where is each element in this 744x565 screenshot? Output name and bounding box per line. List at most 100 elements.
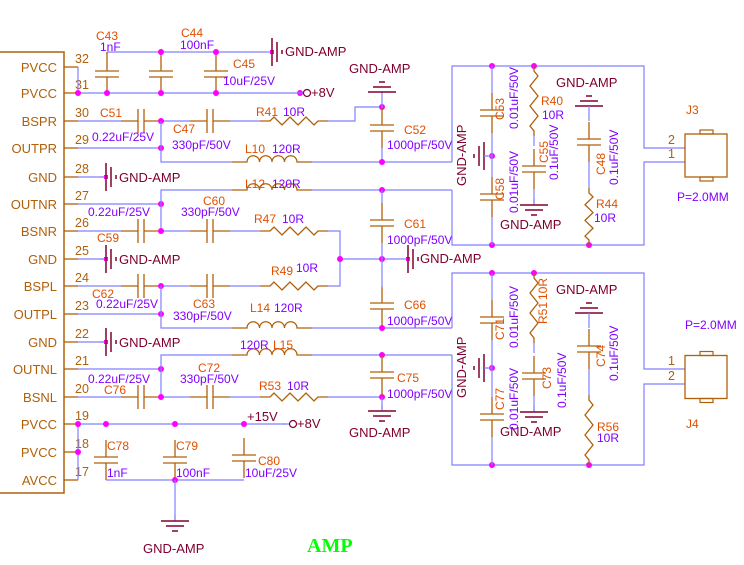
L14: [232, 321, 312, 329]
label: C80: [258, 454, 280, 468]
connector-body: [684, 133, 728, 178]
label: 330pF/50V: [172, 138, 231, 152]
label: L10: [245, 142, 265, 156]
pin-name: BSPR: [22, 114, 57, 129]
label: C45: [233, 57, 255, 71]
label: C47: [173, 122, 195, 136]
connector-pin-number: 2: [668, 133, 675, 147]
connector-ref: J3: [686, 103, 699, 117]
wire: [160, 286, 232, 329]
label: C52: [404, 123, 426, 137]
wire: [451, 65, 685, 162]
pin-name: OUTNR: [11, 197, 57, 212]
junction-dot: [75, 90, 81, 96]
label: 330pF/50V: [180, 372, 239, 386]
pin-name: BSPL: [24, 279, 57, 294]
pin-name: PVCC: [21, 445, 57, 460]
wire: [160, 121, 232, 163]
power-port-icon: [302, 88, 312, 98]
label: 10R: [542, 108, 564, 122]
R51: [529, 273, 539, 343]
label: C58: [493, 178, 507, 200]
label: 1nF: [107, 466, 128, 480]
label: L14: [250, 301, 270, 315]
label: C78: [107, 439, 129, 453]
label: 100nF: [180, 38, 214, 52]
label: 1000pF/50V: [387, 387, 452, 401]
junction-dot: [241, 421, 247, 427]
pin-name: PVCC: [21, 86, 57, 101]
label: C72: [198, 361, 220, 375]
power-net-label: +8V: [297, 416, 321, 431]
junction-dot: [75, 421, 81, 427]
label: R41: [256, 105, 278, 119]
label: 10uF/25V: [223, 74, 275, 88]
pin-number: 22: [75, 327, 89, 341]
wire: [328, 106, 382, 122]
pin-name: BSNR: [21, 224, 57, 239]
ground-net-label: GND-AMP: [556, 75, 617, 90]
label: 0.01uF/50V: [507, 286, 521, 348]
wire: [160, 189, 232, 231]
label: 10R: [296, 261, 318, 275]
ground-net-label: GND-AMP: [420, 251, 481, 266]
label: R56: [597, 420, 619, 434]
label: C75: [397, 371, 419, 385]
connector-pitch: P=2.0MM: [677, 190, 729, 204]
label: 100nF: [176, 466, 210, 480]
pin-number: 18: [75, 437, 89, 451]
label: 1000pF/50V: [387, 233, 452, 247]
junction-dot: [337, 256, 343, 262]
junction-dot: [379, 325, 385, 331]
label: 1000pF/50V: [387, 138, 452, 152]
pin-name: GND: [28, 252, 57, 267]
label: R53: [259, 379, 281, 393]
connector-tab: [699, 397, 714, 404]
label: 0.01uF/50V: [507, 368, 521, 430]
label: 0.1uF/50V: [547, 125, 561, 180]
pin-number: 25: [75, 244, 89, 258]
pin-name: GND: [28, 335, 57, 350]
ground-net-label: GND-AMP: [119, 335, 180, 350]
label: R44: [596, 197, 618, 211]
label: 0.01uF/50V: [507, 67, 521, 129]
label: C61: [404, 217, 426, 231]
label: R49: [271, 264, 293, 278]
pin-name: OUTPR: [12, 141, 58, 156]
label: R47: [254, 212, 276, 226]
junction-dot: [158, 394, 164, 400]
pin-number: 30: [75, 106, 89, 120]
pin-number: 31: [75, 78, 89, 92]
label: L12: [245, 177, 265, 191]
R47: [260, 226, 328, 236]
connector-pin-number: 2: [668, 369, 675, 383]
label: 10R: [536, 278, 550, 300]
label: C66: [404, 298, 426, 312]
junction-dot: [172, 421, 178, 427]
pin-number: 24: [75, 271, 89, 285]
label: 0.1uF/50V: [607, 326, 621, 381]
label: C51: [100, 106, 122, 120]
ground-net-label: GND-AMP: [143, 541, 204, 556]
pin-number: 26: [75, 216, 89, 230]
label: 10R: [283, 105, 305, 119]
pin-name: GND: [28, 170, 57, 185]
pin-number: 28: [75, 162, 89, 176]
connector-tab: [699, 176, 714, 182]
label: C74: [594, 345, 608, 367]
power-net-label: +8V: [311, 85, 335, 100]
wire: [160, 354, 232, 397]
label: R40: [541, 94, 563, 108]
label: C63: [193, 297, 215, 311]
pin-number: 19: [75, 409, 89, 423]
label: L15: [273, 338, 293, 352]
label: C79: [176, 439, 198, 453]
label: 10R: [594, 211, 616, 225]
power-port-icon: [288, 419, 298, 429]
ground-net-label: GND-AMP: [349, 425, 410, 440]
power-net-label: +15V: [247, 409, 278, 424]
pin-name: PVCC: [21, 417, 57, 432]
R40: [529, 66, 539, 136]
label: 1nF: [100, 40, 121, 54]
